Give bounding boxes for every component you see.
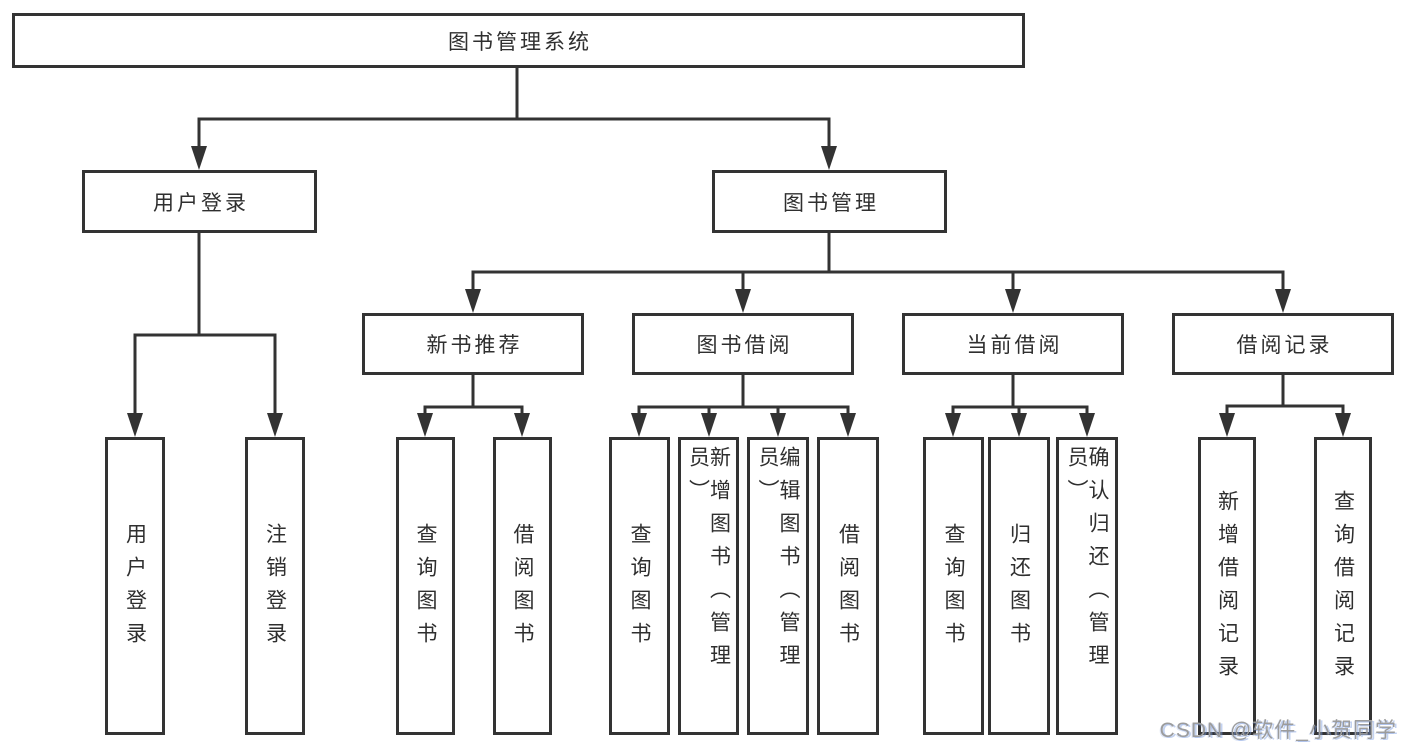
arrowheads-root — [191, 146, 837, 170]
leaf-borrowing-add-books-admin: 新增图书（管理员） — [678, 437, 739, 735]
arrowheads-borrowing-records — [1219, 413, 1351, 437]
connector-book-management — [471, 231, 1285, 293]
leaf-current-query-books: 查询图书 — [923, 437, 984, 735]
connector-borrowing-records — [1225, 373, 1345, 416]
node-library-management-system: 图书管理系统 — [12, 13, 1025, 68]
arrowheads-current-borrowing — [945, 413, 1095, 437]
leaf-current-confirm-return-admin: 确认归还（管理员） — [1056, 437, 1118, 735]
node-current-borrowing: 当前借阅 — [902, 313, 1124, 375]
leaf-records-query-record: 查询借阅记录 — [1314, 437, 1372, 735]
node-borrowing-records: 借阅记录 — [1172, 313, 1394, 375]
leaf-logout: 注销登录 — [245, 437, 305, 735]
arrowheads-book-management — [465, 289, 1291, 313]
leaf-user-login: 用户登录 — [105, 437, 165, 735]
connector-root — [197, 66, 831, 150]
connector-current-borrowing — [951, 373, 1089, 416]
node-book-borrowing: 图书借阅 — [632, 313, 854, 375]
connector-user-login — [133, 231, 277, 416]
connector-new-book-recommend — [423, 373, 524, 416]
watermark: CSDN @软件_小贺同学 — [1159, 719, 1397, 742]
leaf-borrowing-borrow-books: 借阅图书 — [817, 437, 879, 735]
arrowheads-user-login — [127, 413, 283, 437]
leaf-new-book-query-books: 查询图书 — [396, 437, 455, 735]
node-user-login: 用户登录 — [82, 170, 317, 233]
connector-book-borrowing — [637, 373, 850, 416]
leaf-new-book-borrow-books: 借阅图书 — [493, 437, 552, 735]
arrowheads-new-book-recommend — [417, 413, 530, 437]
leaf-current-return-books: 归还图书 — [988, 437, 1050, 735]
leaf-borrowing-query-books: 查询图书 — [609, 437, 670, 735]
leaf-borrowing-edit-books-admin: 编辑图书（管理员） — [747, 437, 809, 735]
node-new-book-recommend: 新书推荐 — [362, 313, 584, 375]
arrowheads-book-borrowing — [631, 413, 856, 437]
leaf-records-add-record: 新增借阅记录 — [1198, 437, 1256, 735]
node-book-management: 图书管理 — [712, 170, 947, 233]
